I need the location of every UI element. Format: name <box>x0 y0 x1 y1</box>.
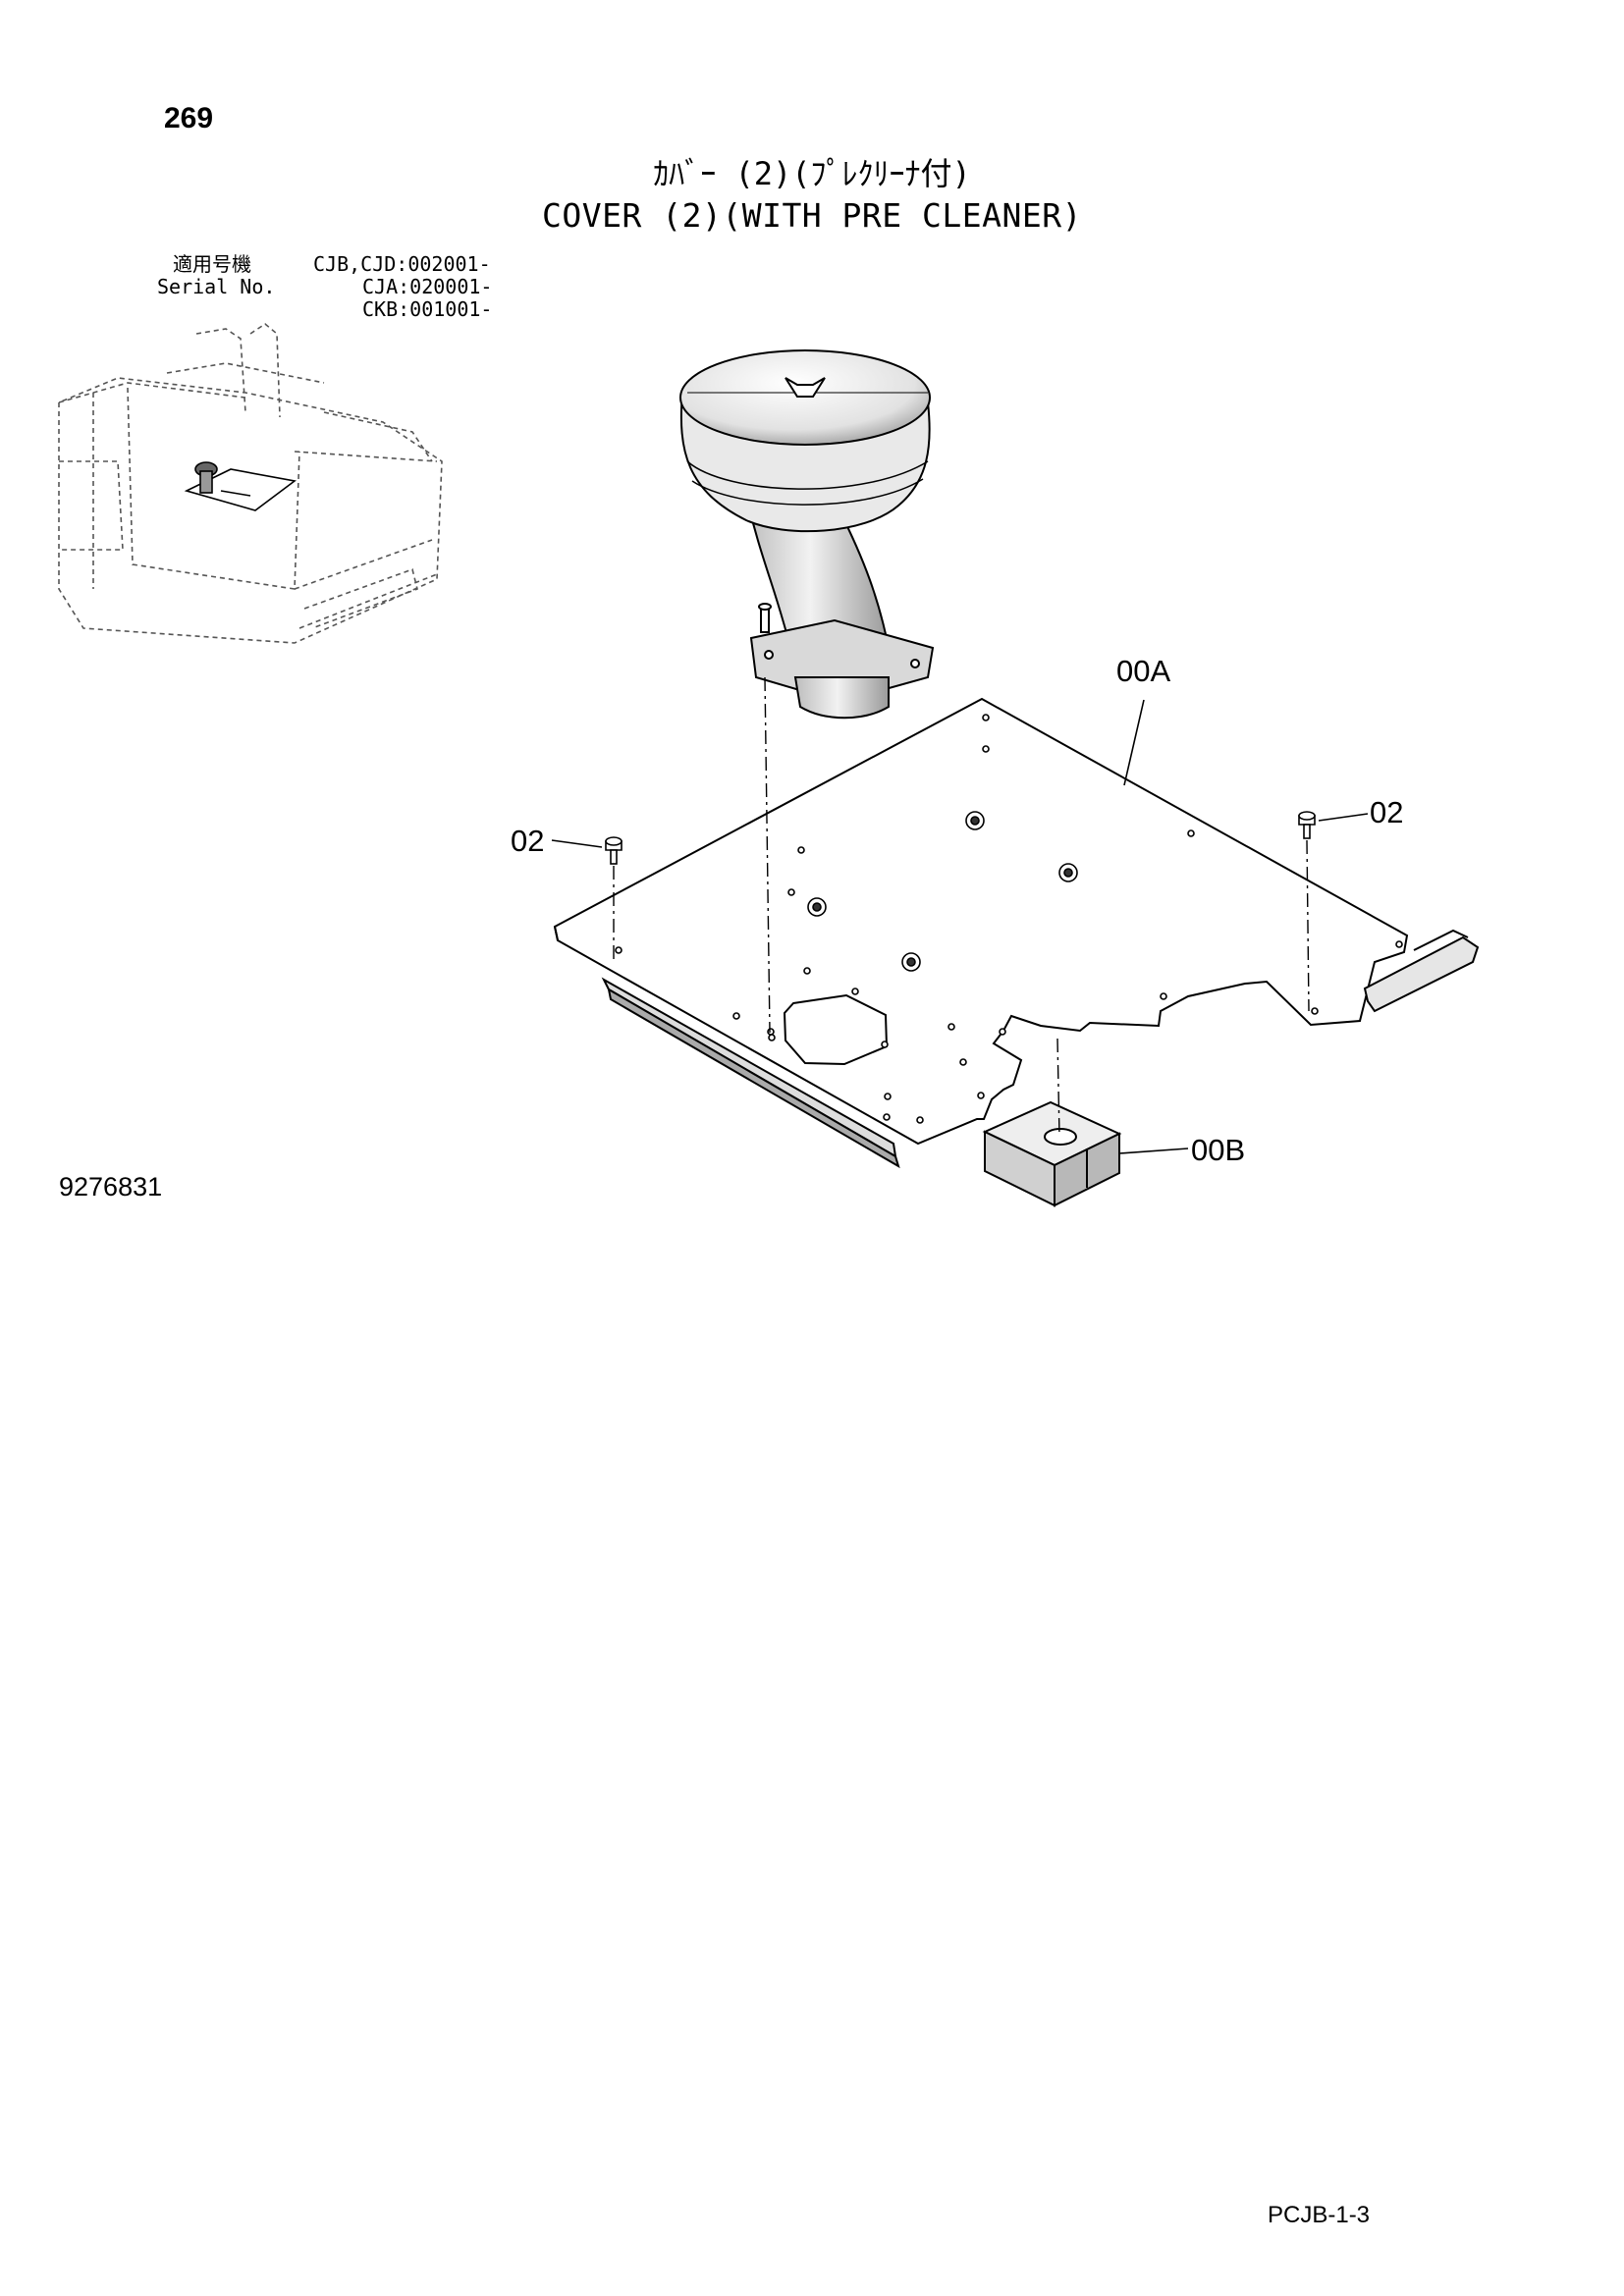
bolt-left-icon <box>605 836 623 865</box>
spacer-block <box>982 1100 1122 1207</box>
callout-00a: 00A <box>1116 654 1171 688</box>
serial-label-english: Serial No. <box>157 275 276 298</box>
serial-label-japanese: 適用号機 <box>173 252 251 276</box>
locator-highlight <box>184 461 297 511</box>
serial-range-2: CJA:020001- <box>362 275 493 298</box>
leader-lines <box>551 699 1369 1154</box>
bolt-right-icon <box>1298 811 1316 839</box>
cover-plate <box>553 697 1409 1146</box>
callout-02-left: 02 <box>511 824 545 858</box>
callout-00b: 00B <box>1191 1133 1246 1167</box>
serial-range-3: CKB:001001- <box>362 297 493 321</box>
sheet-code: PCJB-1-3 <box>1268 2202 1371 2228</box>
serial-range-1: CJB,CJD:002001- <box>313 252 491 276</box>
right-bracket <box>1363 929 1480 1013</box>
left-rail <box>601 977 900 1169</box>
drawing-number: 9276831 <box>59 1172 163 1201</box>
page-number: 269 <box>164 102 214 134</box>
page-title-english: COVER (2)(WITH PRE CLEANER) <box>542 196 1082 235</box>
page-title-japanese: ｶﾊﾞｰ (2)(ﾌﾟﾚｸﾘｰﾅ付) <box>653 155 971 192</box>
excavator-locator-thumbnail <box>58 323 443 644</box>
pre-cleaner <box>679 349 935 720</box>
callout-02-right: 02 <box>1370 795 1404 829</box>
assembly-lines <box>613 676 1310 1138</box>
